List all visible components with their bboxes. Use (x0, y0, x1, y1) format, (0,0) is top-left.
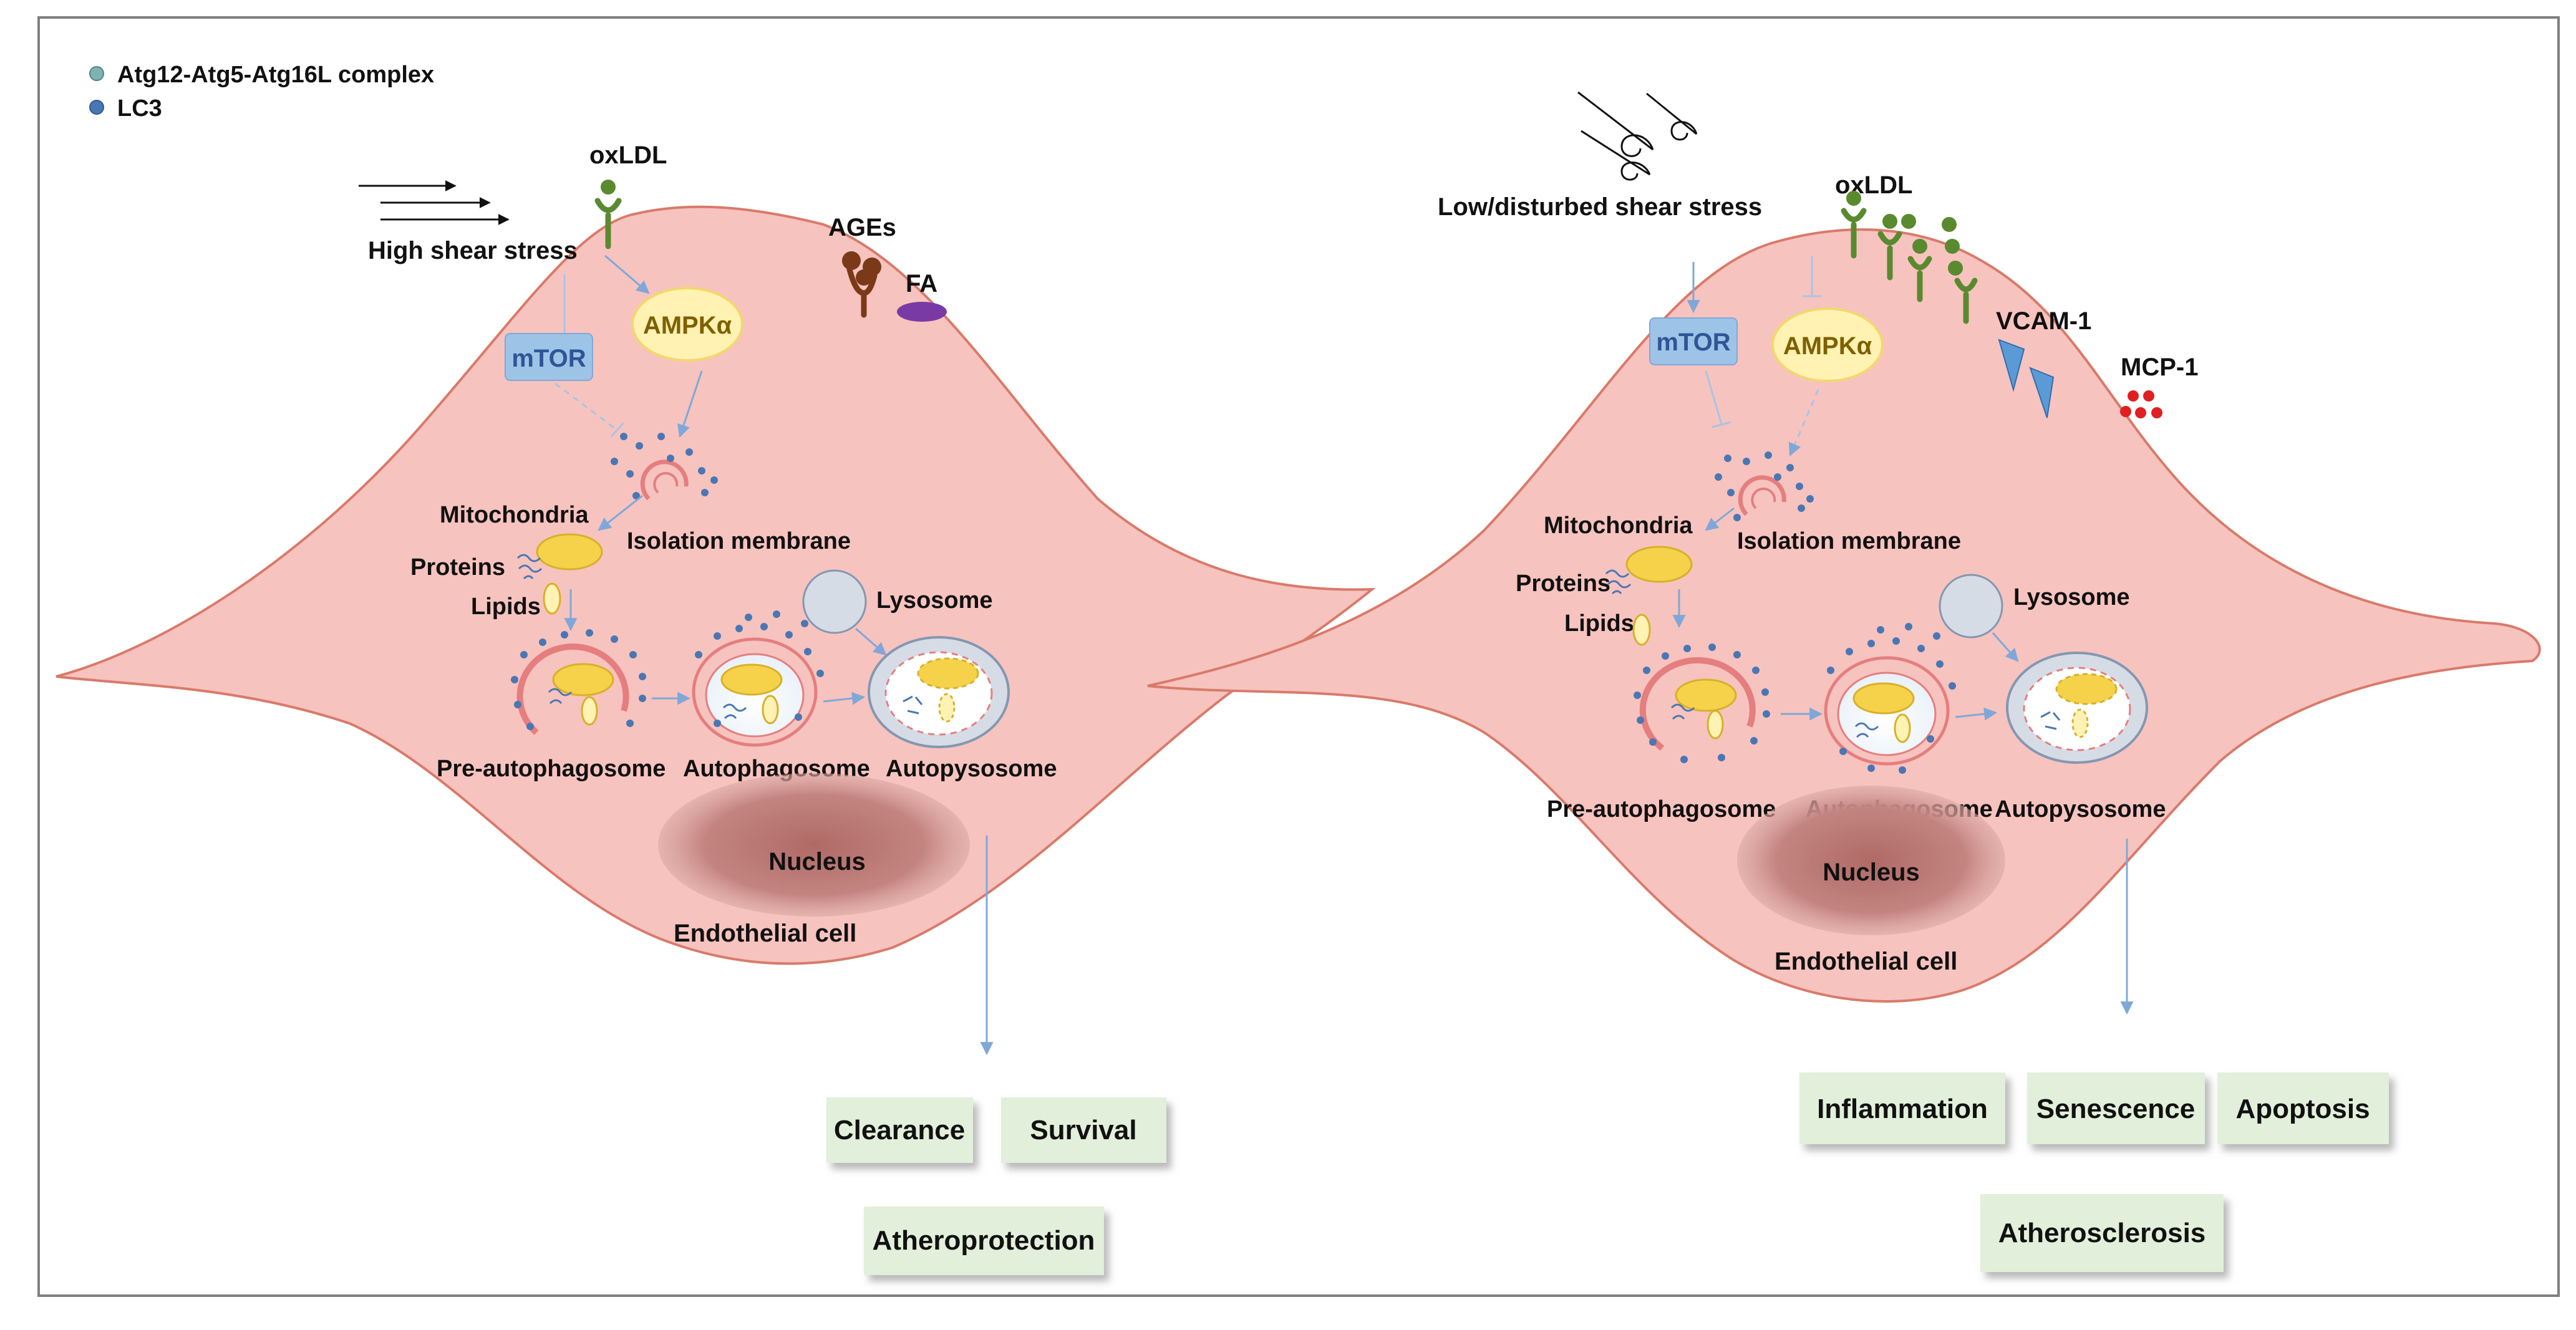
left-cell-label: Endothelial cell (674, 920, 856, 947)
legend-complex-label: Atg12-Atg5-Atg16L complex (117, 62, 434, 88)
final-box-atherosclerosis (1980, 1194, 2224, 1272)
left-oxldl-label: oxLDL (589, 142, 667, 169)
right-panel: Low/disturbed shear stress oxLDL VCAM-1 … (1147, 91, 2541, 1272)
right-ampk-node (1771, 307, 1884, 382)
disturbed-flow-icon (1577, 91, 1698, 181)
left-mitochondria-label: Mitochondria (440, 502, 589, 528)
flow-arrow (598, 494, 643, 531)
left-autophagosome-icon (692, 610, 824, 747)
left-mtor-label: mTOR (511, 345, 586, 372)
flow-arrow (1955, 707, 1998, 721)
ages-label: AGEs (828, 214, 896, 241)
left-mtor-box (505, 333, 593, 381)
activation-arrow (677, 370, 703, 438)
left-ampk-node (631, 287, 743, 362)
left-panel: High shear stress oxLDL AGEs FA mTOR AMP… (56, 142, 1376, 1275)
left-autopysosome-icon (868, 636, 1010, 748)
right-pre-autophagosome-icon (1634, 643, 1770, 763)
outcome-apoptosis-label: Apoptosis (2235, 1094, 2370, 1124)
right-autopysosome-icon (2006, 652, 2148, 764)
left-endothelial-cell (56, 205, 1376, 965)
right-oxldl-label: oxLDL (1835, 171, 1912, 199)
lc3-dot-icon (89, 100, 104, 115)
activation-arrow (604, 254, 650, 294)
right-nucleus-label: Nucleus (1823, 859, 1920, 886)
left-autopysosome-label: Autopysosome (886, 756, 1057, 782)
inhibition-bar (610, 422, 625, 438)
outcome-senescence-label: Senescence (2036, 1094, 2195, 1124)
inhibition-bar (1712, 421, 1731, 428)
right-lysosome-label: Lysosome (2013, 584, 2130, 610)
dashed-inhibition-line (554, 382, 618, 431)
flow-arrow (1992, 632, 2019, 662)
mcp1-dots-icon (2120, 390, 2162, 418)
lipid-icon (543, 582, 561, 615)
legend: Atg12-Atg5-Atg16L complex LC3 (89, 62, 434, 122)
right-autopysosome-label: Autopysosome (1995, 796, 2166, 822)
outcome-box-survival (1001, 1097, 1166, 1163)
right-mitochondria-label: Mitochondria (1544, 513, 1693, 539)
left-lipids-label: Lipids (471, 594, 541, 620)
outcome-box-senescence (2027, 1072, 2205, 1144)
vcam-icon (2029, 367, 2055, 418)
oxldl-receptors-icon (1841, 191, 1978, 324)
vcam-icon (1998, 339, 2025, 392)
left-pre-autophagosome-icon (511, 629, 646, 735)
final-atherosclerosis-label: Atherosclerosis (1998, 1218, 2206, 1248)
left-proteins-label: Proteins (410, 554, 505, 581)
outcome-box-inflammation (1799, 1072, 2005, 1144)
left-pre-autophagosome-label: Pre-autophagosome (437, 756, 666, 782)
outcome-clearance-label: Clearance (834, 1115, 965, 1145)
left-nucleus (658, 773, 970, 917)
left-lysosome-icon (802, 569, 867, 634)
right-isolation-membrane-icon (1715, 451, 1814, 521)
oxldl-receptor-icon (594, 180, 622, 249)
right-autophagosome-icon (1824, 623, 1956, 774)
final-box-atheroprotection (864, 1207, 1104, 1275)
left-isolation-membrane-icon (611, 433, 718, 501)
right-nucleus (1737, 786, 2005, 935)
fa-icon (897, 302, 947, 322)
final-atheroprotection-label: Atheroprotection (873, 1225, 1095, 1256)
legend-lc3-label: LC3 (117, 95, 162, 122)
complex-dot-icon (89, 66, 104, 81)
right-isolation-label: Isolation membrane (1737, 528, 1961, 554)
protein-icon (516, 554, 543, 580)
right-lipids-label: Lipids (1564, 610, 1634, 637)
lipid-icon (1632, 614, 1651, 646)
ages-receptor-icon (842, 251, 881, 318)
right-shear-label: Low/disturbed shear stress (1438, 193, 1762, 221)
right-cell-label: Endothelial cell (1775, 948, 1957, 975)
right-lysosome-icon (1939, 574, 2003, 638)
mitochondria-icon (1625, 546, 1693, 583)
right-endothelial-cell (1147, 228, 2541, 1003)
protein-icon (1605, 569, 1632, 595)
right-mtor-box (1649, 317, 1738, 365)
outcome-box-clearance (826, 1097, 973, 1163)
fa-label: FA (906, 270, 937, 297)
inhibition-line (1705, 370, 1723, 425)
flow-arrow (823, 692, 866, 705)
right-pre-autophagosome-label: Pre-autophagosome (1547, 796, 1776, 822)
vcam-label: VCAM-1 (1996, 307, 2091, 335)
right-proteins-label: Proteins (1516, 571, 1610, 597)
flow-arrow (855, 627, 887, 656)
dashed-activation-arrow (1788, 389, 1819, 456)
outcome-survival-label: Survival (1030, 1115, 1136, 1145)
mcp-label: MCP-1 (2121, 354, 2198, 381)
flow-arrow (1705, 507, 1735, 531)
left-lysosome-label: Lysosome (876, 587, 993, 614)
left-shear-label: High shear stress (368, 237, 578, 264)
right-mtor-label: mTOR (1656, 329, 1730, 356)
left-nucleus-label: Nucleus (768, 848, 866, 875)
right-ampk-label: AMPKα (1783, 332, 1872, 360)
outcome-inflammation-label: Inflammation (1817, 1094, 1988, 1124)
outcome-box-apoptosis (2217, 1072, 2389, 1144)
mitochondria-icon (536, 533, 603, 571)
figure-frame (37, 16, 2560, 1297)
left-ampk-label: AMPKα (643, 312, 732, 339)
left-isolation-label: Isolation membrane (627, 528, 851, 554)
